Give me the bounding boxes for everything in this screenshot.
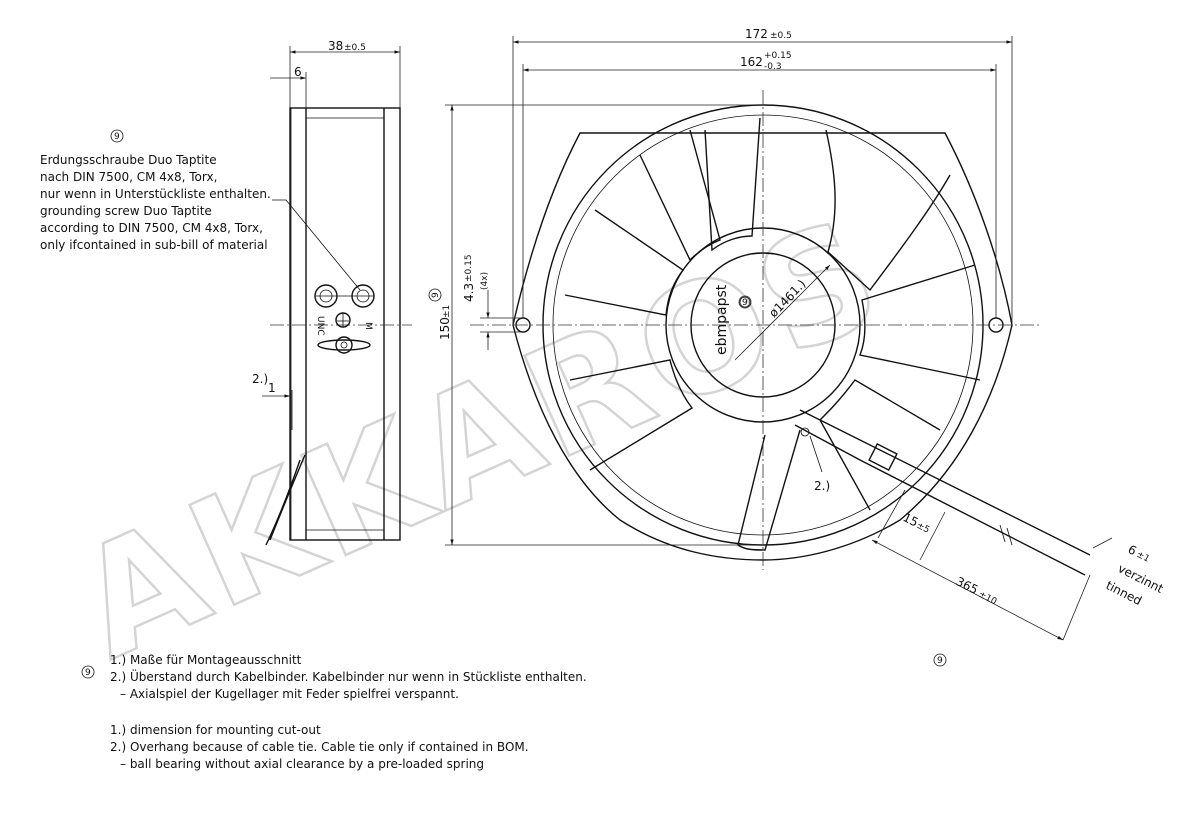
dim-overall-172: 172 [745,27,768,41]
dim-overall-172-tol: ±0.5 [770,31,792,41]
cable-lower [794,424,1086,576]
cable-tie [868,443,898,471]
dim-holes-162-tol-up: +0.15 [764,51,792,61]
note-line-4: grounding screw Duo Taptite [40,204,212,218]
dim-holes-162-tol-down: -0.3 [764,62,782,72]
dim-holes-162: 162 [740,55,763,69]
dim-height-150-tol: ±1 [442,305,452,318]
note-marker-circle [110,129,124,143]
front-marker-circle [428,288,442,302]
side-label-2: 2.) [252,372,268,386]
dim-strip-15: 15 [901,510,921,529]
front-marker-digit: 9 [431,292,441,298]
footnote-en-2: 2.) Overhang because of cable tie. Cable… [110,740,529,754]
footnote-de-2: 2.) Überstand durch Kabelbinder. Kabelbi… [110,668,587,684]
dim-flange-6: 6 [294,65,302,79]
side-body-outline [289,107,401,541]
footnote-de-1: 1.) Maße für Montageausschnitt [110,653,302,667]
dim-hole-count: (4x) [480,272,490,290]
note-line-1: Erdungsschraube Duo Taptite [40,153,217,167]
footnote-en-3: – ball bearing without axial clearance b… [120,757,484,771]
side-view: UNC M 38 ±0.5 6 2.) 1 [252,39,412,546]
note-marker-digit: 9 [114,132,120,142]
footnote-marker-digit: 9 [85,668,91,678]
grounding-note: 9 Erdungsschraube Duo Taptite nach DIN 7… [40,129,271,252]
footnotes: 9 1.) Maße für Montageausschnitt 2.) Übe… [81,653,587,771]
front-bottom-marker-circle [933,653,947,667]
note-line-6: only ifcontained in sub-bill of material [40,238,268,252]
dim-hole-4-3: 4.3 [462,283,476,302]
cable-upper [799,409,1091,556]
fan-blades [564,117,981,551]
dim-hole-4-3-tol: ±0.15 [464,254,474,282]
grounding-leader [272,199,361,291]
dim-cable-365: 365 [954,574,981,597]
hub-marker-digit: 9 [742,298,748,308]
footnote-en-1: 1.) dimension for mounting cut-out [110,723,321,737]
hub-brand-text: ebmpapst [714,284,730,355]
note-line-5: according to DIN 7500, CM 4x8, Torx, [40,221,263,235]
side-cable-clamp [317,339,371,351]
footnote-de-3: – Axialspiel der Kugellager mit Feder sp… [120,687,459,701]
hub-marker-circle [738,295,752,309]
dim-strip-15-tol: ±5 [915,521,931,536]
watermark-text: AKKAROS [54,185,908,693]
dim-tinned-6-tol: ±1 [1135,550,1151,565]
side-text-unc: UNC [315,316,325,336]
dim-width-38-tol: ±0.5 [344,43,366,53]
side-text-m: M [363,322,373,330]
note-line-2: nach DIN 7500, CM 4x8, Torx, [40,170,217,184]
front-bottom-marker-digit: 9 [937,656,943,666]
front-view: ebmpapst 9 ø146 1.) 2.) 172 ±0.5 162 +0.… [428,27,1166,667]
dim-height-150: 150 [438,317,452,340]
dim-overhang-1: 1 [268,381,276,395]
note-line-3: nur wenn in Unterstückliste enthalten. [40,187,271,201]
footnote-marker-circle [81,665,95,679]
label-2-front: 2.) [814,479,830,493]
dim-width-38: 38 [328,39,343,53]
